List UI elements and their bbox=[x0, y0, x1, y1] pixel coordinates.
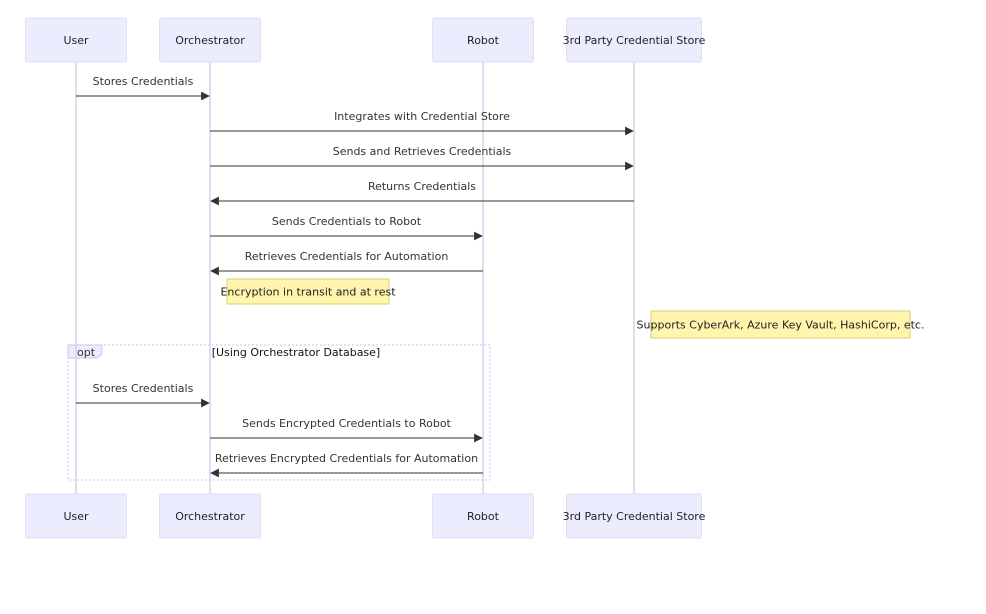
participant-user-top: User bbox=[25, 17, 127, 63]
participant-robot-bottom: Robot bbox=[432, 493, 534, 539]
note: Encryption in transit and at rest bbox=[220, 278, 396, 305]
participant-orchestrator-bottom: Orchestrator bbox=[159, 493, 261, 539]
note: Supports CyberArk, Azure Key Vault, Hash… bbox=[637, 310, 925, 339]
participant-user-bottom: User bbox=[25, 493, 127, 539]
message-label: Integrates with Credential Store bbox=[334, 110, 510, 123]
participant-label: Robot bbox=[467, 34, 500, 47]
participant-store-top: 3rd Party Credential Store bbox=[563, 17, 706, 63]
participant-store-bottom: 3rd Party Credential Store bbox=[563, 493, 706, 539]
participant-label: User bbox=[63, 510, 89, 523]
message-label: Returns Credentials bbox=[368, 180, 476, 193]
participant-label: 3rd Party Credential Store bbox=[563, 34, 706, 47]
participant-label: User bbox=[63, 34, 89, 47]
message-label: Retrieves Encrypted Credentials for Auto… bbox=[215, 452, 478, 465]
message: Retrieves Encrypted Credentials for Auto… bbox=[210, 452, 483, 478]
message-label: Stores Credentials bbox=[93, 382, 194, 395]
opt-frame-condition: [Using Orchestrator Database] bbox=[212, 346, 380, 359]
participant-label: Orchestrator bbox=[175, 34, 245, 47]
participant-orchestrator-top: Orchestrator bbox=[159, 17, 261, 63]
message: Sends Encrypted Credentials to Robot bbox=[210, 417, 483, 443]
message: Stores Credentials bbox=[76, 75, 210, 101]
message: Returns Credentials bbox=[210, 180, 634, 206]
message: Integrates with Credential Store bbox=[210, 110, 634, 136]
participant-label: Robot bbox=[467, 510, 500, 523]
message-label: Stores Credentials bbox=[93, 75, 194, 88]
message-label: Retrieves Credentials for Automation bbox=[245, 250, 449, 263]
participant-label: Orchestrator bbox=[175, 510, 245, 523]
participant-robot-top: Robot bbox=[432, 17, 534, 63]
message-label: Sends and Retrieves Credentials bbox=[333, 145, 512, 158]
message-label: Sends Encrypted Credentials to Robot bbox=[242, 417, 451, 430]
note-text: Encryption in transit and at rest bbox=[220, 286, 396, 299]
note-text: Supports CyberArk, Azure Key Vault, Hash… bbox=[637, 319, 925, 332]
message: Stores Credentials bbox=[76, 382, 210, 408]
message: Sends Credentials to Robot bbox=[210, 215, 483, 241]
opt-frame-label: opt bbox=[77, 346, 96, 359]
message: Retrieves Credentials for Automation bbox=[210, 250, 483, 276]
message-label: Sends Credentials to Robot bbox=[272, 215, 422, 228]
message: Sends and Retrieves Credentials bbox=[210, 145, 634, 171]
participant-label: 3rd Party Credential Store bbox=[563, 510, 706, 523]
